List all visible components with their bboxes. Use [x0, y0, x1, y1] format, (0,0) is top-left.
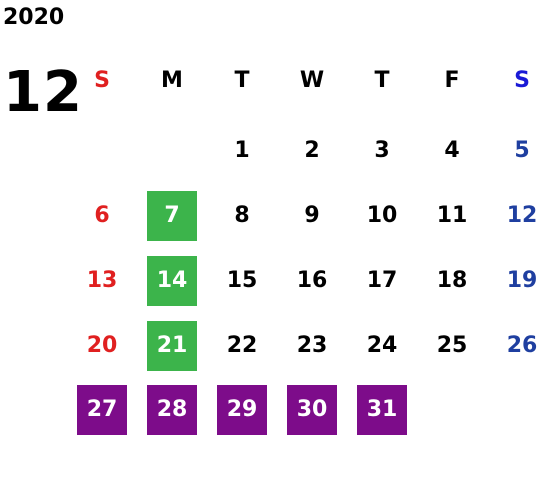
day-cell-highlighted-purple: 29 — [217, 385, 267, 435]
day-cell: 10 — [366, 203, 398, 228]
day-cell-highlighted-purple: 27 — [77, 385, 127, 435]
day-cell: 17 — [366, 268, 398, 293]
day-cell-saturday: 12 — [506, 203, 538, 228]
day-cell-saturday: 5 — [514, 138, 530, 163]
weekday-header-friday: F — [444, 68, 460, 93]
day-cell: 22 — [226, 333, 258, 358]
day-cell-sunday: 6 — [94, 203, 110, 228]
weekday-header-tuesday: T — [234, 68, 250, 93]
day-cell-sunday: 13 — [86, 268, 118, 293]
year-label: 2020 — [3, 5, 65, 30]
day-cell: 2 — [304, 138, 320, 163]
weekday-header-monday: M — [161, 68, 183, 93]
day-cell: 8 — [234, 203, 250, 228]
weekday-header-thursday: T — [374, 68, 390, 93]
weekday-header-sunday: S — [94, 68, 110, 93]
day-cell: 25 — [436, 333, 468, 358]
day-cell: 1 — [234, 138, 250, 163]
day-cell-highlighted-green: 7 — [147, 191, 197, 241]
day-cell: 3 — [374, 138, 390, 163]
day-cell-highlighted-green: 21 — [147, 321, 197, 371]
day-cell-highlighted-purple: 31 — [357, 385, 407, 435]
day-cell: 24 — [366, 333, 398, 358]
day-cell: 9 — [304, 203, 320, 228]
day-cell-highlighted-green: 14 — [147, 256, 197, 306]
day-cell-highlighted-purple: 28 — [147, 385, 197, 435]
day-cell: 16 — [296, 268, 328, 293]
day-cell-saturday: 19 — [506, 268, 538, 293]
day-cell: 11 — [436, 203, 468, 228]
day-cell: 18 — [436, 268, 468, 293]
day-cell-saturday: 26 — [506, 333, 538, 358]
day-cell: 23 — [296, 333, 328, 358]
weekday-header-saturday: S — [514, 68, 530, 93]
month-number: 12 — [3, 60, 83, 125]
weekday-header-wednesday: W — [299, 68, 325, 93]
day-cell: 15 — [226, 268, 258, 293]
day-cell-sunday: 20 — [86, 333, 118, 358]
day-cell: 4 — [444, 138, 460, 163]
day-cell-highlighted-purple: 30 — [287, 385, 337, 435]
